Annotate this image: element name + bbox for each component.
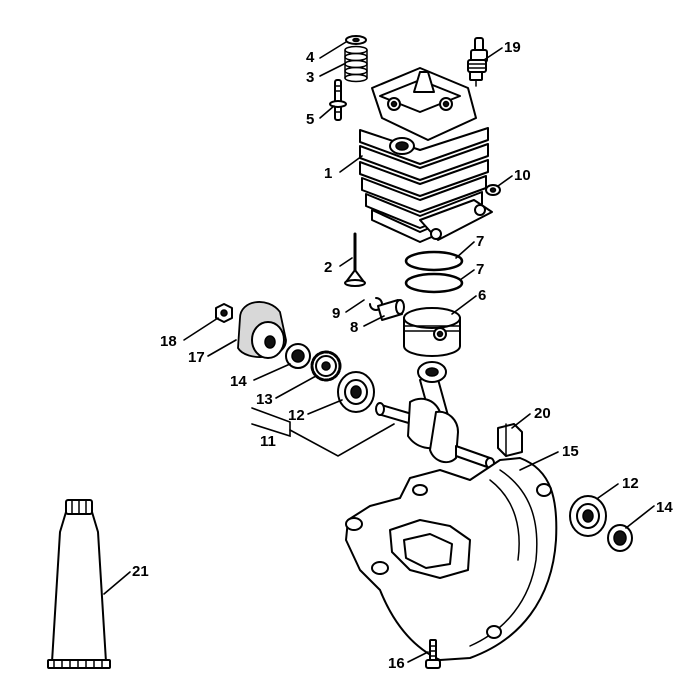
part-stud-bolt bbox=[329, 79, 347, 121]
callout-6: 6 bbox=[478, 287, 486, 304]
part-valve-spring bbox=[344, 45, 368, 83]
callout-17: 17 bbox=[188, 349, 205, 366]
callout-labels: 4 3 5 1 2 19 10 7 7 6 9 8 18 17 14 13 12… bbox=[132, 39, 673, 672]
callout-1: 1 bbox=[324, 165, 332, 182]
part-piston-ring-lower bbox=[404, 272, 464, 294]
part-spark-plug bbox=[467, 37, 488, 87]
part-washer bbox=[485, 184, 501, 196]
callout-7-upper: 7 bbox=[476, 233, 484, 250]
part-oil-seal-upper bbox=[285, 343, 311, 369]
callout-4: 4 bbox=[306, 49, 315, 66]
part-crankshaft bbox=[375, 361, 495, 469]
callout-13: 13 bbox=[256, 391, 273, 408]
callout-21: 21 bbox=[132, 563, 149, 580]
callout-14-upper: 14 bbox=[230, 373, 247, 390]
part-valve bbox=[344, 232, 366, 287]
callout-2: 2 bbox=[324, 259, 332, 276]
callout-7-lower: 7 bbox=[476, 261, 484, 278]
callout-15: 15 bbox=[562, 443, 579, 460]
callout-9: 9 bbox=[332, 305, 340, 322]
callout-12-lower: 12 bbox=[622, 475, 639, 492]
part-ball-bearing-upper bbox=[337, 371, 375, 413]
callout-12-upper: 12 bbox=[288, 407, 305, 424]
part-screw bbox=[425, 639, 441, 669]
callout-20: 20 bbox=[534, 405, 551, 422]
part-block bbox=[497, 423, 523, 457]
callout-14-lower: 14 bbox=[656, 499, 673, 516]
callout-16: 16 bbox=[388, 655, 405, 672]
part-crankcase bbox=[345, 457, 558, 661]
part-oil-seal-lower bbox=[607, 524, 633, 552]
part-piston bbox=[403, 307, 461, 357]
part-valve-retainer bbox=[345, 35, 367, 45]
callout-10: 10 bbox=[514, 167, 531, 184]
callout-11: 11 bbox=[260, 433, 276, 450]
callout-8: 8 bbox=[350, 319, 358, 336]
part-piston-ring-upper bbox=[404, 250, 464, 272]
part-cylinder bbox=[359, 67, 493, 243]
part-piston-pin bbox=[377, 299, 405, 321]
callout-19: 19 bbox=[504, 39, 521, 56]
callout-18: 18 bbox=[160, 333, 177, 350]
callout-5: 5 bbox=[306, 111, 314, 128]
leader-lines bbox=[103, 41, 655, 663]
part-flywheel bbox=[237, 301, 287, 359]
part-gear bbox=[310, 350, 342, 382]
part-nut bbox=[215, 303, 233, 323]
callout-3: 3 bbox=[306, 69, 314, 86]
part-grease-tube bbox=[47, 499, 111, 669]
part-ball-bearing-lower bbox=[569, 495, 607, 537]
